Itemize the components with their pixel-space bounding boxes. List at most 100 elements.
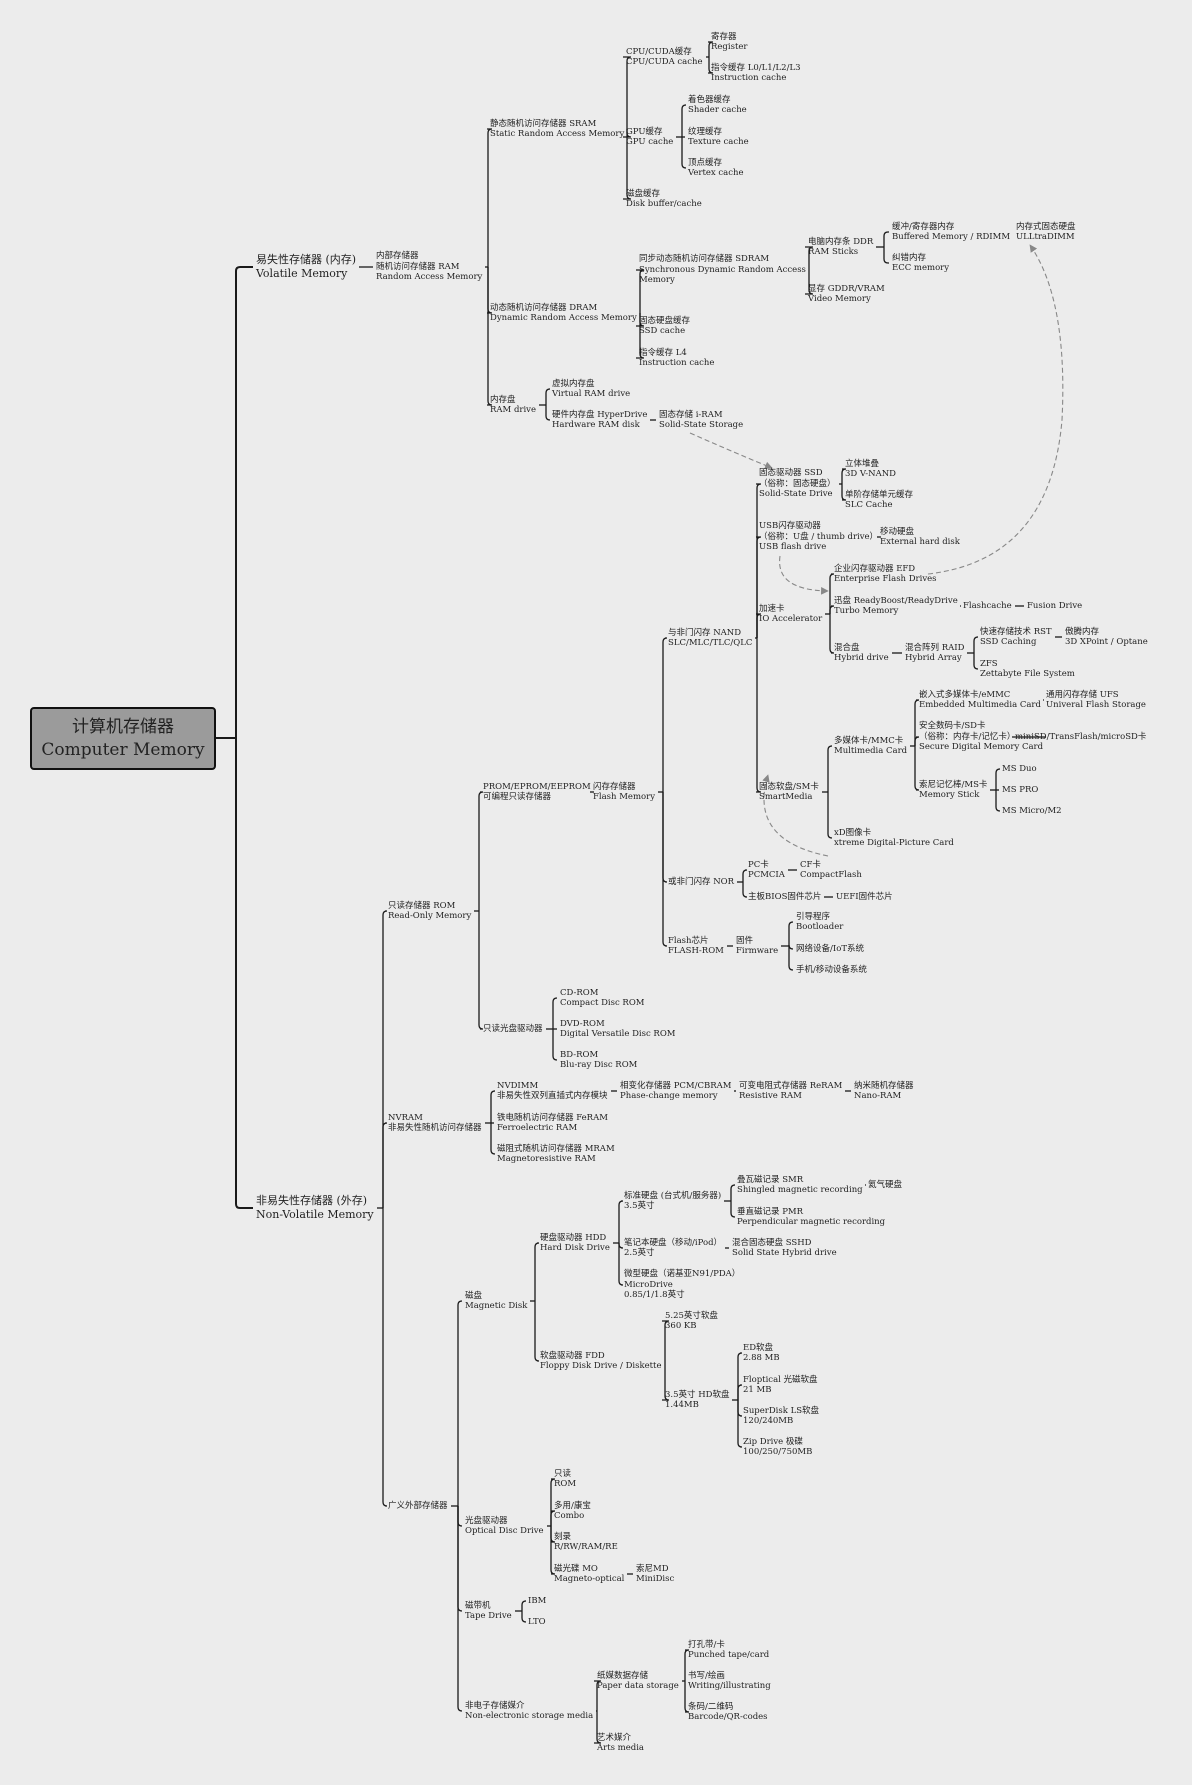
node-minisd[interactable]: miniSD/TransFlash/microSD卡 xyxy=(1015,732,1146,743)
node-mspro[interactable]: MS PRO xyxy=(1002,785,1038,796)
node-uefi[interactable]: UEFI固件芯片 xyxy=(836,892,893,903)
node-iot[interactable]: 网络设备/IoT系统 xyxy=(796,944,864,955)
node-fusion[interactable]: Fusion Drive xyxy=(1027,601,1082,612)
node-bios[interactable]: 主板BIOS固件芯片 xyxy=(748,892,821,903)
node-nonvolatile[interactable]: 非易失性存储器 (外存)Non-Volatile Memory xyxy=(256,1194,374,1222)
root-node[interactable]: 计算机存储器 Computer Memory xyxy=(30,707,216,770)
node-mobilesys[interactable]: 手机/移动设备系统 xyxy=(796,965,867,976)
node-ibm[interactable]: IBM xyxy=(528,1596,546,1607)
node-ssd[interactable]: 固态驱动器 SSD（俗称：固态硬盘）Solid-State Drive xyxy=(759,468,836,500)
node-opticalro[interactable]: 只读光盘驱动器 xyxy=(483,1024,543,1035)
node-lap25[interactable]: 笔记本硬盘（移动/iPod）2.5英寸 xyxy=(624,1238,722,1259)
node-std35[interactable]: 标准硬盘 (台式机/服务器)3.5英寸 xyxy=(624,1191,721,1212)
node-msduo[interactable]: MS Duo xyxy=(1002,764,1037,775)
node-usb[interactable]: USB闪存驱动器（俗称：U盘 / thumb drive）USB flash d… xyxy=(759,521,878,553)
node-volatile[interactable]: 易失性存储器 (内存)Volatile Memory xyxy=(256,253,356,281)
node-sd[interactable]: 安全数码卡/SD卡（俗称：内存卡/记忆卡）Secure Digital Memo… xyxy=(919,721,1043,753)
node-lto[interactable]: LTO xyxy=(528,1617,546,1628)
node-nor[interactable]: 或非门闪存 NOR xyxy=(668,877,734,888)
node-helium[interactable]: 氦气硬盘 xyxy=(868,1180,902,1191)
node-msmicro[interactable]: MS Micro/M2 xyxy=(1002,806,1062,817)
